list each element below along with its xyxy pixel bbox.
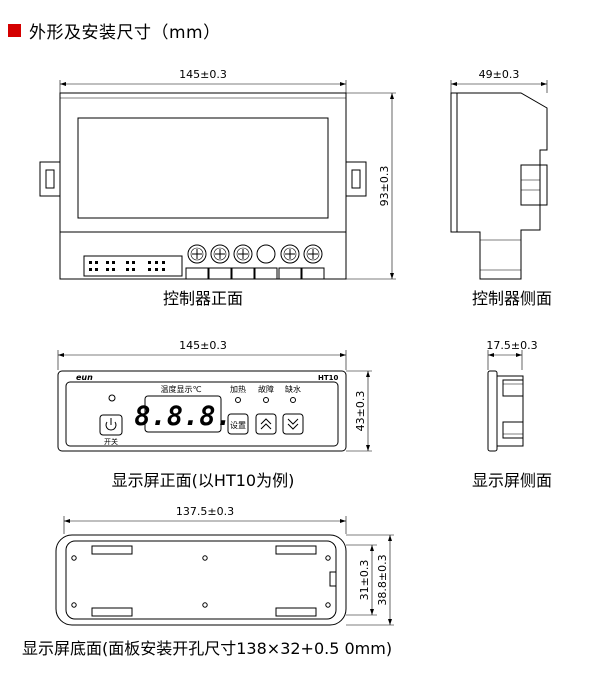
- display-bottom-caption: 显示屏底面(面板安装开孔尺寸138×32+0.5 0mm): [22, 639, 392, 658]
- display-height-dim: 43±0.3: [354, 391, 367, 432]
- controller-side-width-dim: 49±0.3: [479, 68, 520, 81]
- heat-indicator-label: 加热: [230, 384, 246, 394]
- chevron-up-icon: [260, 418, 272, 430]
- controller-side-view: 49±0.3 控制器侧面: [450, 68, 552, 308]
- controller-front-caption: 控制器正面: [163, 289, 243, 308]
- controller-width-dim: 145±0.3: [179, 68, 227, 81]
- bottom-height-inner-dim: 31±0.3: [358, 560, 371, 601]
- display-side-width-dim: 17.5±0.3: [486, 339, 537, 352]
- display-width-dim: 145±0.3: [179, 339, 227, 352]
- brand-logo: eun: [76, 373, 93, 382]
- header-marker: [8, 24, 21, 37]
- controller-front-view: 145±0.3: [39, 68, 396, 308]
- display-side-view: 17.5±0.3 显示屏侧面: [472, 339, 552, 490]
- controller-height-dim: 93±0.3: [378, 166, 391, 207]
- section-header: 外形及安装尺寸（mm）: [8, 18, 221, 43]
- temp-display-label: 温度显示℃: [161, 384, 202, 394]
- seven-segment-readout: 8.8.8.: [134, 401, 232, 432]
- bottom-width-dim: 137.5±0.3: [176, 505, 234, 518]
- display-front-caption: 显示屏正面(以HT10为例): [112, 471, 295, 490]
- water-indicator-label: 缺水: [285, 384, 301, 394]
- power-button-label: 开关: [104, 437, 118, 446]
- display-side-caption: 显示屏侧面: [472, 471, 552, 490]
- display-front-view: 145±0.3 eun HT10 开关 温度显示℃ 8.8.8. 加热 故障 缺…: [57, 339, 372, 490]
- controller-side-caption: 控制器侧面: [472, 289, 552, 308]
- model-label: HT10: [318, 374, 339, 382]
- power-icon: [105, 418, 117, 431]
- page-title: 外形及安装尺寸（mm）: [29, 23, 221, 43]
- set-button-label: 设置: [230, 420, 246, 430]
- display-bottom-view: 137.5±0.3 31±0.3 38.8±0.3 显示屏底面(面板安装开孔尺寸…: [22, 505, 394, 658]
- chevron-down-icon: [287, 418, 299, 430]
- bottom-height-outer-dim: 38.8±0.3: [376, 554, 389, 605]
- fault-indicator-label: 故障: [258, 384, 274, 394]
